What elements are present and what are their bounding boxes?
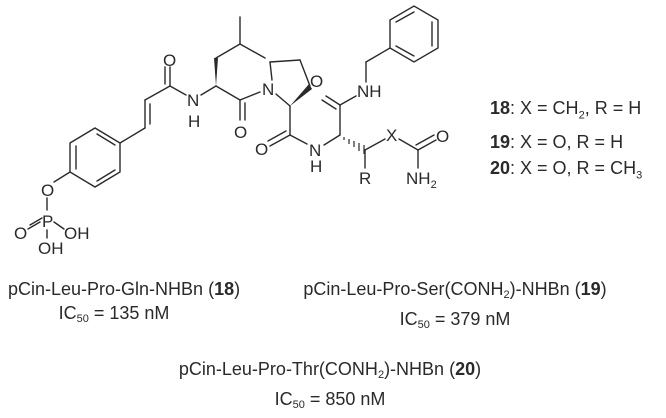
atom-o-phenol: O <box>41 181 54 200</box>
atom-o-carbamoyl: O <box>436 127 449 146</box>
caption-ic50-19: IC50 = 379 nM <box>255 307 655 337</box>
legend-sub-20: 3 <box>636 169 643 182</box>
legend-sub-18: 2 <box>578 109 585 122</box>
legend-compound-18: 18 <box>490 98 511 118</box>
caption-ic50-18: IC50 = 135 nM <box>8 301 220 331</box>
atom-n-pro: N <box>262 80 274 99</box>
phosphate-group <box>27 171 71 239</box>
ic50-label: IC <box>58 303 77 323</box>
atom-h-amide1: H <box>188 112 200 131</box>
atom-labels: O P O OH OH O N H O N O N H O NH X R O N… <box>14 51 449 258</box>
atom-n-amide1: N <box>187 91 199 110</box>
caption-name-20: pCin-Leu-Pro-Thr(CONH2)-NHBn (20) <box>130 357 530 387</box>
legend-row-20: 20: X = O, R = CH3 <box>490 155 642 189</box>
proline-ring <box>267 59 312 147</box>
ic50-subscript: 50 <box>76 313 89 325</box>
caption-compound-number: 19 <box>580 279 601 299</box>
caption-close-paren: ) <box>475 359 482 379</box>
legend-row-19: 19: X = O, R = H <box>490 129 642 155</box>
atom-h-amide3: H <box>310 157 322 176</box>
caption-name-text: pCin-Leu-Pro-Gln-NHBn ( <box>8 279 215 299</box>
caption-compound-20: pCin-Leu-Pro-Thr(CONH2)-NHBn (20) IC50 =… <box>130 357 530 417</box>
amide-1 <box>164 66 217 96</box>
legend-row-18: 18: X = CH2, R = H <box>490 95 642 129</box>
atom-nh-cterm: NH <box>357 82 382 101</box>
atom-o-amide1: O <box>163 51 176 70</box>
caption-name-19: pCin-Leu-Pro-Ser(CONH2)-NHBn (19) <box>255 277 655 307</box>
caption-name-18: pCin-Leu-Pro-Gln-NHBn (18) <box>8 277 240 301</box>
c-terminal-residue <box>321 95 437 169</box>
legend-text-18: : X = CH <box>510 98 579 118</box>
legend-text-19: : X = O, R = H <box>510 131 624 152</box>
ic50-subscript: 50 <box>292 399 305 411</box>
atom-x: X <box>386 126 397 145</box>
caption-compound-number: 18 <box>214 279 235 299</box>
atom-r: R <box>359 169 371 188</box>
atom-nh2: NH2 <box>406 169 437 191</box>
atom-p: P <box>42 212 53 231</box>
caption-name-subscript: 2 <box>377 369 385 381</box>
atom-nh2-sub: 2 <box>431 179 437 191</box>
atom-o-pro: O <box>255 140 268 159</box>
atom-o-double: O <box>14 224 27 243</box>
legend-text-20: : X = O, R = CH <box>510 157 637 178</box>
caption-name-text-post: )-NHBn ( <box>509 279 581 299</box>
ic50-value: = 379 nM <box>429 309 511 329</box>
chemical-structure: O P O OH OH O N H O N O N H O NH X R O N… <box>14 5 449 258</box>
leucine-residue <box>214 16 266 121</box>
atom-o-cterm: O <box>310 72 323 91</box>
ic50-label: IC <box>274 389 293 409</box>
atom-oh-right: OH <box>64 224 90 243</box>
vinyl-linker <box>119 85 171 144</box>
atom-o-leu: O <box>234 123 247 142</box>
phenyl-ring-left <box>69 127 121 188</box>
benzyl-group <box>365 5 439 83</box>
caption-name-text: pCin-Leu-Pro-Thr(CONH <box>178 359 378 379</box>
atom-n-amide3: N <box>309 141 321 160</box>
caption-name-subscript: 2 <box>503 289 510 301</box>
substituent-legend: 18: X = CH2, R = H 19: X = O, R = H 20: … <box>490 95 642 188</box>
caption-ic50-20: IC50 = 850 nM <box>130 387 530 417</box>
ic50-subscript: 50 <box>417 319 430 331</box>
caption-name-text-post: )-NHBn ( <box>384 359 456 379</box>
caption-close-paren: ) <box>234 279 241 299</box>
caption-compound-number: 20 <box>455 359 476 379</box>
ic50-label: IC <box>399 309 418 329</box>
ic50-value: = 850 nM <box>304 389 386 409</box>
caption-close-paren: ) <box>600 279 607 299</box>
caption-compound-18: pCin-Leu-Pro-Gln-NHBn (18) IC50 = 135 nM <box>8 277 240 331</box>
legend-compound-20: 20 <box>490 157 511 178</box>
atom-oh-bottom: OH <box>38 239 64 258</box>
legend-tail-18: , R = H <box>584 98 642 118</box>
atom-nh2-main: NH <box>406 169 431 188</box>
ic50-value: = 135 nM <box>88 303 170 323</box>
caption-name-text: pCin-Leu-Pro-Ser(CONH <box>303 279 504 299</box>
legend-compound-19: 19 <box>490 131 511 152</box>
caption-compound-19: pCin-Leu-Pro-Ser(CONH2)-NHBn (19) IC50 =… <box>255 277 655 337</box>
